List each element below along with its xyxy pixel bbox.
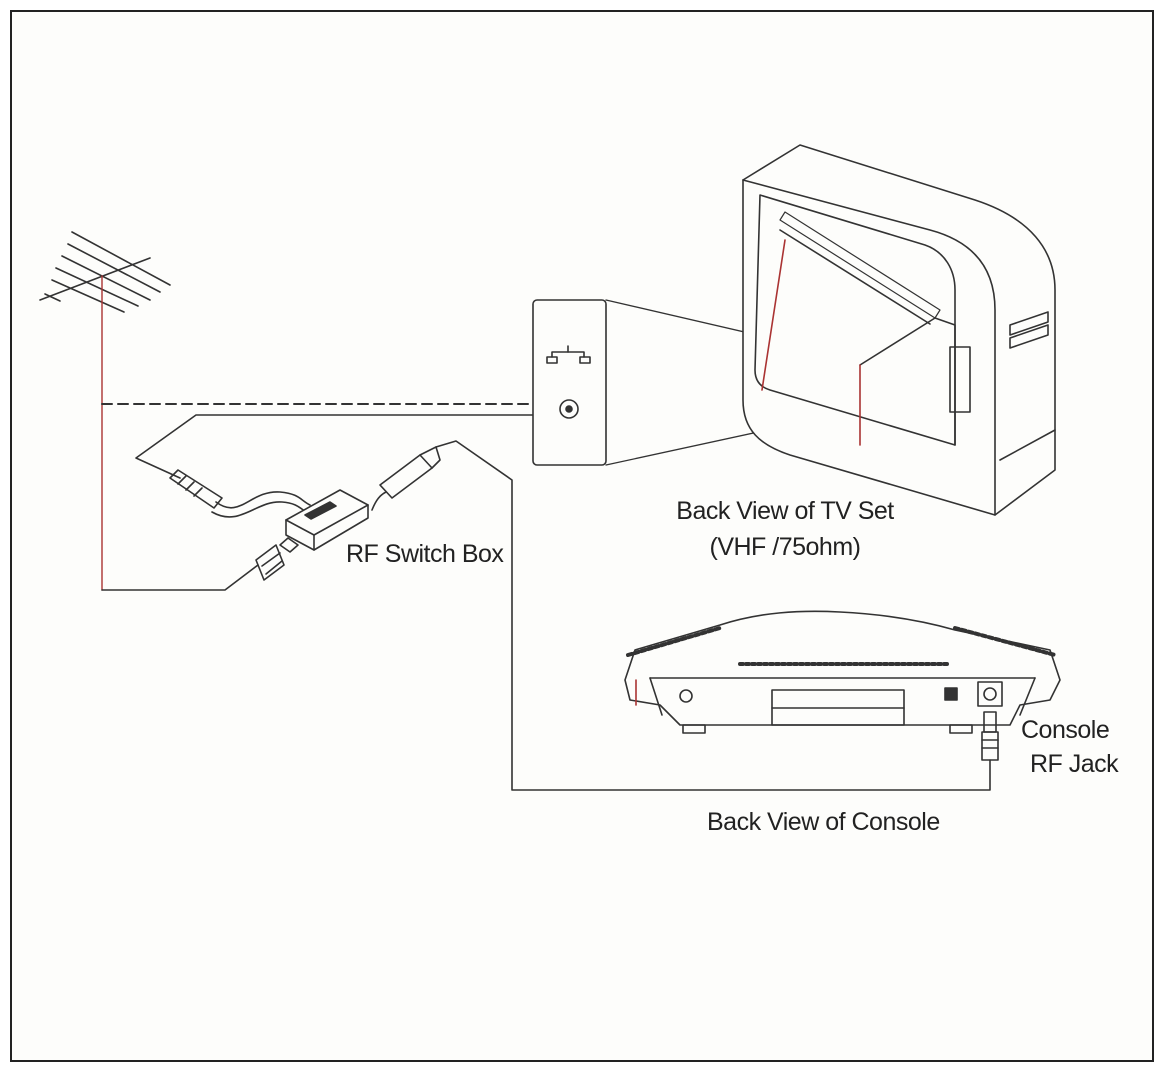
tv-back-view-label: Back View of TV Set — [676, 497, 894, 525]
diagram-frame — [10, 10, 1154, 1062]
console-back-view-label: Back View of Console — [707, 808, 940, 836]
console-rf-jack-label-line1: Console — [1021, 716, 1110, 744]
tv-antenna-terminal-icon — [532, 299, 607, 466]
console-rf-jack-label-line2: RF Jack — [1030, 750, 1119, 778]
rf-switch-box-icon — [169, 446, 441, 581]
switch-to-console-wire — [435, 440, 991, 791]
antenna-to-switch-wire — [101, 564, 259, 591]
tv-spec-label: (VHF /75ohm) — [709, 533, 861, 561]
antenna-icon — [39, 231, 171, 591]
tv-set-icon — [742, 144, 1056, 516]
console-icon — [624, 610, 1061, 734]
tv-to-switch-wire — [135, 414, 561, 479]
rf-switch-box-label: RF Switch Box — [346, 540, 504, 568]
console-rf-plug-icon — [981, 711, 999, 761]
